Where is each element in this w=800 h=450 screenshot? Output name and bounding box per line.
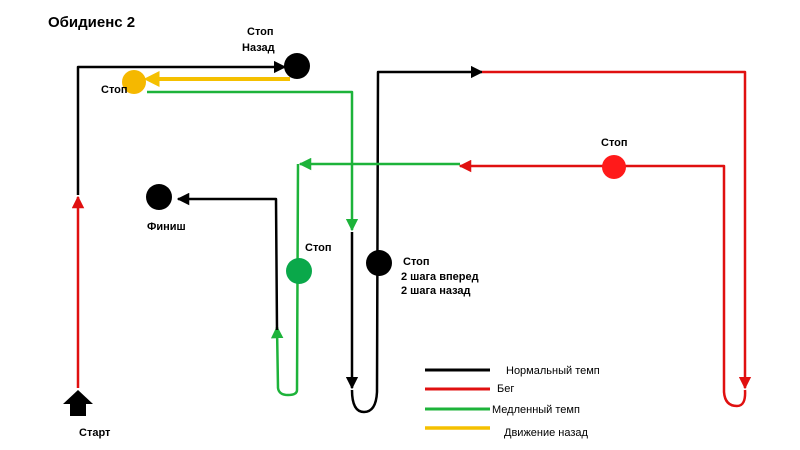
- route-normal-uturn-loop: [350, 65, 484, 414]
- route-normal-finish: [176, 192, 279, 331]
- stop-steps-label-2: 2 шага вперед: [401, 271, 479, 283]
- legend-label-slow: Медленный темп: [492, 404, 580, 416]
- legend-label-back: Движение назад: [504, 427, 589, 439]
- diagram-title: Обидиенс 2: [48, 14, 135, 31]
- stop-green-label: Стоп: [305, 242, 332, 254]
- route-slow-first: [147, 90, 359, 232]
- stop-back-label-2: Назад: [242, 42, 275, 54]
- route-run-uturn: [458, 159, 747, 408]
- stop-green-circle: [286, 258, 312, 284]
- stop-back-label-1: Стоп: [247, 26, 274, 38]
- legend: Нормальный темп Бег Медленный темп Движе…: [425, 365, 600, 439]
- stop-steps-circle: [366, 250, 392, 276]
- stop-steps-label-3: 2 шага назад: [401, 285, 471, 297]
- stop-red-circle: [602, 155, 626, 179]
- stop-steps-label-1: Стоп: [403, 256, 430, 268]
- stop-yellow-label: Стоп: [101, 84, 128, 96]
- route-normal-first: [76, 60, 287, 195]
- legend-label-normal: Нормальный темп: [506, 365, 600, 377]
- start-label: Старт: [79, 427, 111, 439]
- finish-label: Финиш: [147, 221, 186, 233]
- legend-label-run: Бег: [497, 383, 514, 395]
- start-arrow-icon: [63, 390, 93, 416]
- finish-circle: [146, 184, 172, 210]
- stop-back-circle: [284, 53, 310, 79]
- route-run-loop: [482, 70, 752, 390]
- stop-yellow-circle: [122, 70, 146, 94]
- stop-red-label: Стоп: [601, 137, 628, 149]
- route-slow-uturn: [270, 163, 300, 397]
